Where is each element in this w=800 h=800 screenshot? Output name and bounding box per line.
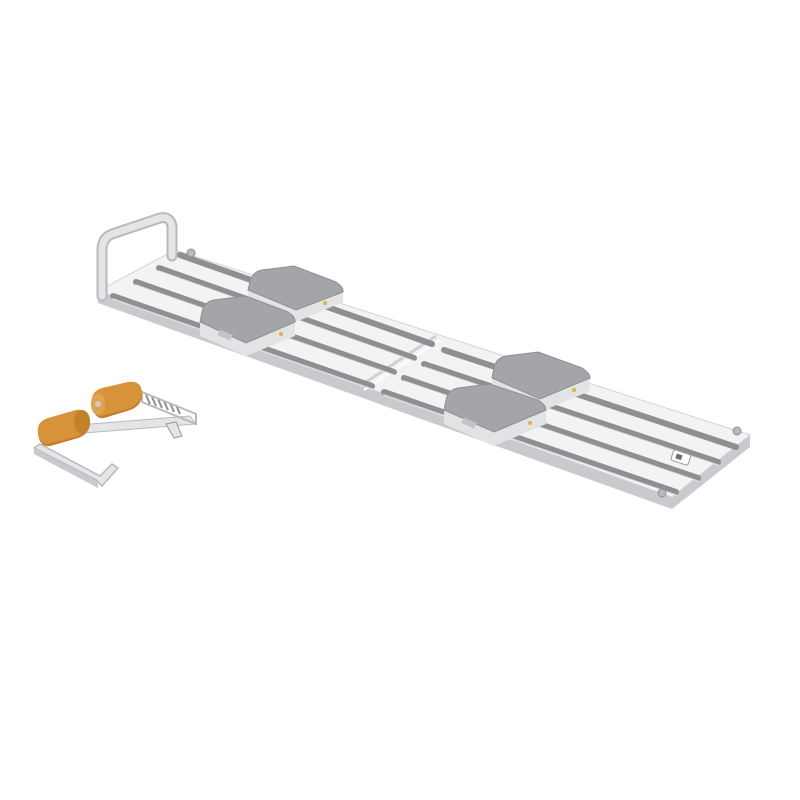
board-seam <box>359 334 437 388</box>
board-seam-gap <box>363 339 441 391</box>
corner-bolts <box>98 248 742 498</box>
reformer-board <box>96 248 752 509</box>
sliding-pad <box>443 383 547 446</box>
sliding-pad <box>199 295 296 356</box>
foam-roller-left <box>37 409 90 447</box>
control-button <box>670 449 692 466</box>
foot-bar-base <box>32 443 120 488</box>
bolt-icon <box>186 248 196 258</box>
foam-roller-right <box>91 381 142 419</box>
sliding-pad <box>247 265 344 322</box>
board-handle <box>96 212 178 302</box>
sliding-pads <box>199 265 591 446</box>
bolt-icon <box>657 488 667 498</box>
bolt-icon <box>732 426 742 436</box>
roller-cap-icon <box>95 401 101 407</box>
foot-bar-accessory <box>32 381 197 488</box>
